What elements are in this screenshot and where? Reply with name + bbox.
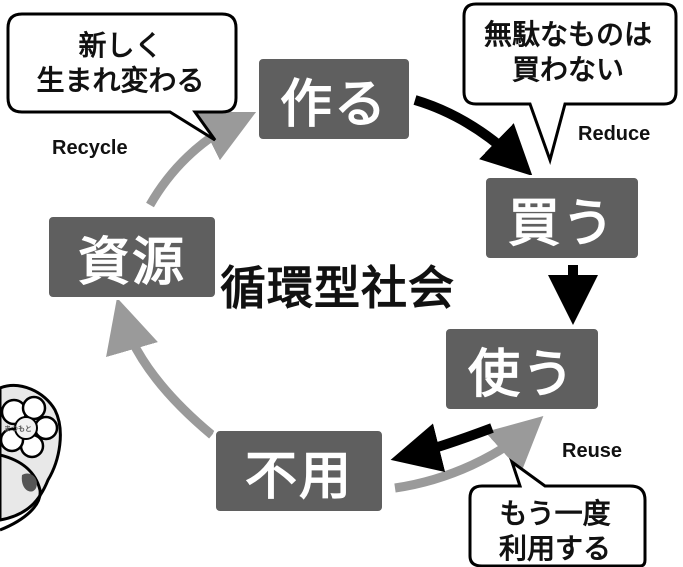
node-unused: 不用 [213,428,385,514]
bubble-reuse-line-1: もう一度 [499,497,611,530]
bubble-recycle-line-1: 新しく [78,29,163,62]
node-make: 作る [256,56,412,142]
node-use: 使う [443,326,601,412]
label-reduce: Reduce [578,123,651,145]
node-resource: 資源 [46,214,218,300]
speech-bubble-reduce [462,2,678,166]
bubble-text-reuse: もう一度 利用する [470,496,640,566]
speech-bubble-recycle [6,12,238,142]
arrow-unused-to-resource [106,297,215,439]
center-title: 循環型社会 [220,261,455,315]
node-buy: 買う [483,175,641,261]
label-reuse: Reuse [562,440,623,462]
speech-bubble-reuse [468,458,647,567]
mascot-illustration [0,383,62,532]
arrow-use-to-unused [390,423,494,472]
arrow-unused-to-use [394,415,544,493]
mascot-name-tag: まつもと [4,425,32,433]
arrow-resource-to-make [146,111,257,208]
bubble-text-reduce: 無駄なものは 買わない [463,17,673,87]
arrow-make-to-buy [413,95,533,176]
bubble-reduce-line-1: 無駄なものは [483,18,652,51]
bubble-text-recycle: 新しく 生まれ変わる [8,28,233,98]
bubble-reuse-line-2: 利用する [498,532,611,565]
label-recycle: Recycle [52,137,128,159]
bubble-reduce-line-2: 買わない [511,53,624,86]
bubble-recycle-line-2: 生まれ変わる [36,64,205,97]
